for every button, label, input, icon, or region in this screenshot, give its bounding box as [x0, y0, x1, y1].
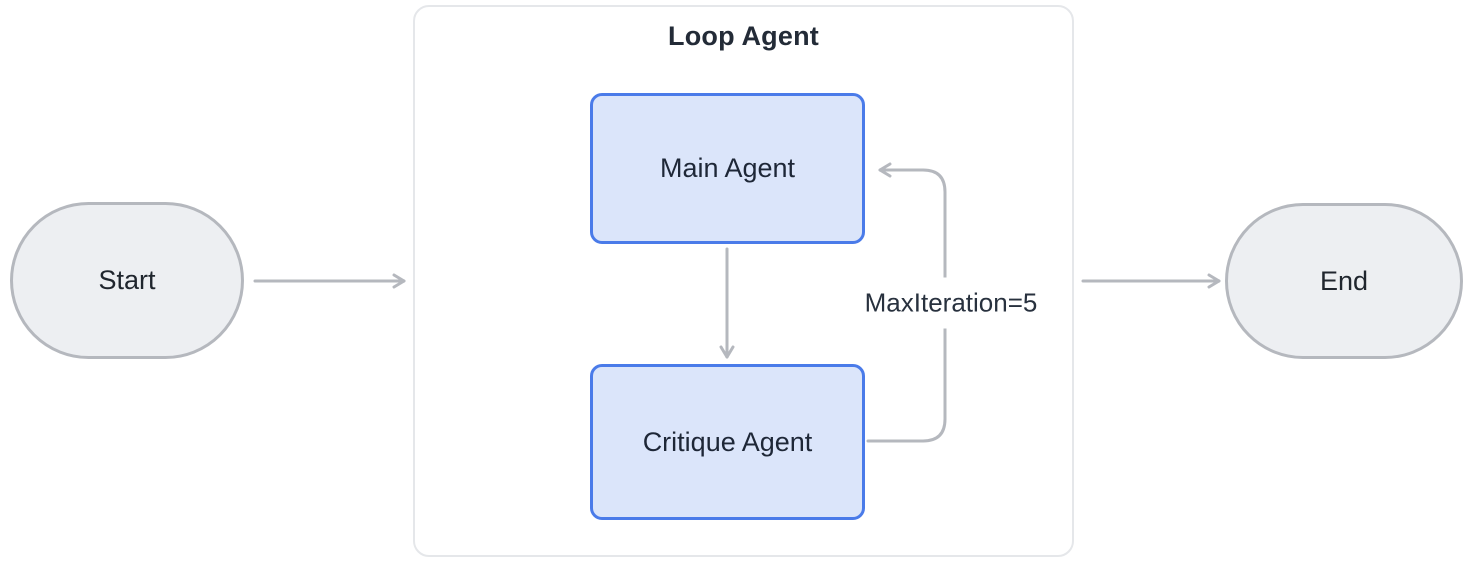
start-node: Start [10, 202, 244, 359]
end-node-label: End [1319, 265, 1369, 296]
end-node: End [1225, 203, 1463, 359]
main-agent-label: Main Agent [659, 153, 796, 183]
loop-iteration-annotation: MaxIteration=5 [858, 277, 1044, 329]
loop-agent-group-title: Loop Agent [668, 21, 819, 51]
critique-agent-label: Critique Agent [642, 426, 813, 457]
main-agent-node: Main Agent [590, 93, 865, 244]
start-node-label: Start [98, 265, 156, 295]
critique-agent-node: Critique Agent [590, 364, 865, 520]
